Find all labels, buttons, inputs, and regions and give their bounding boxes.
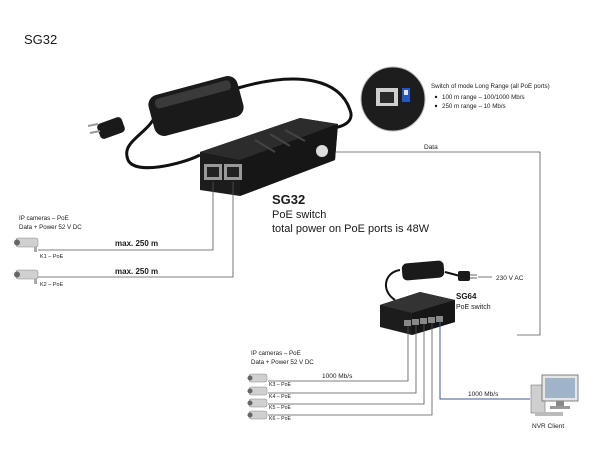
camera-k4-icon — [247, 386, 268, 396]
camera-k4-label: K4 – PoE — [269, 394, 291, 400]
rj45-port-icon — [436, 316, 443, 322]
led-icon — [316, 145, 328, 157]
camera-k6-icon — [247, 410, 268, 420]
bullet-icon — [434, 95, 438, 99]
ac-label: 230 V AC — [496, 275, 524, 282]
sg32-type: PoE switch — [272, 209, 326, 221]
bullet-icon — [434, 104, 438, 108]
diagram-title: SG32 — [24, 32, 57, 47]
distance-k1: max. 250 m — [115, 239, 158, 248]
camera-k5-label: K5 – PoE — [269, 405, 291, 411]
camera-wires-top — [38, 182, 234, 278]
data-label: Data — [424, 144, 438, 151]
mode-item-1: 100 m range – 100/1000 Mb/s — [442, 94, 525, 101]
camera-k2-icon — [14, 269, 39, 284]
data-uplink-line — [336, 151, 541, 336]
rj45-port-icon — [412, 319, 419, 325]
cameras-bottom-line-2: Data + Power 52 V DC — [251, 359, 314, 366]
camera-k1-icon — [14, 237, 39, 252]
nvr-speed-label: 1000 Mb/s — [468, 391, 499, 398]
sg64-device — [380, 292, 455, 335]
sg32-name: SG32 — [272, 192, 305, 207]
camera-wires-bottom — [268, 323, 433, 416]
camera-k6-label: K6 – PoE — [269, 416, 291, 422]
cameras-top-line-2: Data + Power 52 V DC — [19, 224, 82, 231]
sg64-name: SG64 — [456, 292, 477, 301]
rj45-port-icon — [428, 317, 435, 323]
bottom-speed-label: 1000 Mb/s — [322, 373, 353, 380]
rj45-port-icon — [404, 320, 411, 326]
cameras-top-line-1: IP cameras – PoE — [19, 215, 69, 222]
power-adapter-sg64 — [385, 260, 492, 301]
power-adapter-sg32 — [87, 76, 353, 170]
distance-k2: max. 250 m — [115, 267, 158, 276]
cameras-bottom-line-1: IP cameras – PoE — [251, 350, 301, 357]
rj45-port-icon — [420, 318, 427, 324]
sg64-type: PoE switch — [456, 304, 491, 311]
nvr-client-icon — [530, 374, 579, 416]
nvr-link-line — [439, 322, 530, 400]
sg32-device — [200, 118, 338, 196]
port-zoom-callout — [360, 66, 426, 132]
camera-k1-label: K1 – PoE — [40, 254, 64, 260]
camera-k3-icon — [247, 373, 268, 383]
camera-k5-icon — [247, 398, 268, 408]
camera-k2-label: K2 – PoE — [40, 282, 64, 288]
mode-heading: Switch of mode Long Range (all PoE ports… — [431, 83, 550, 90]
nvr-label: NVR Client — [532, 423, 564, 430]
sg32-power: total power on PoE ports is 48W — [272, 223, 430, 235]
camera-k3-label: K3 – PoE — [269, 382, 291, 388]
mode-item-2: 250 m range – 10 Mb/s — [442, 103, 506, 110]
